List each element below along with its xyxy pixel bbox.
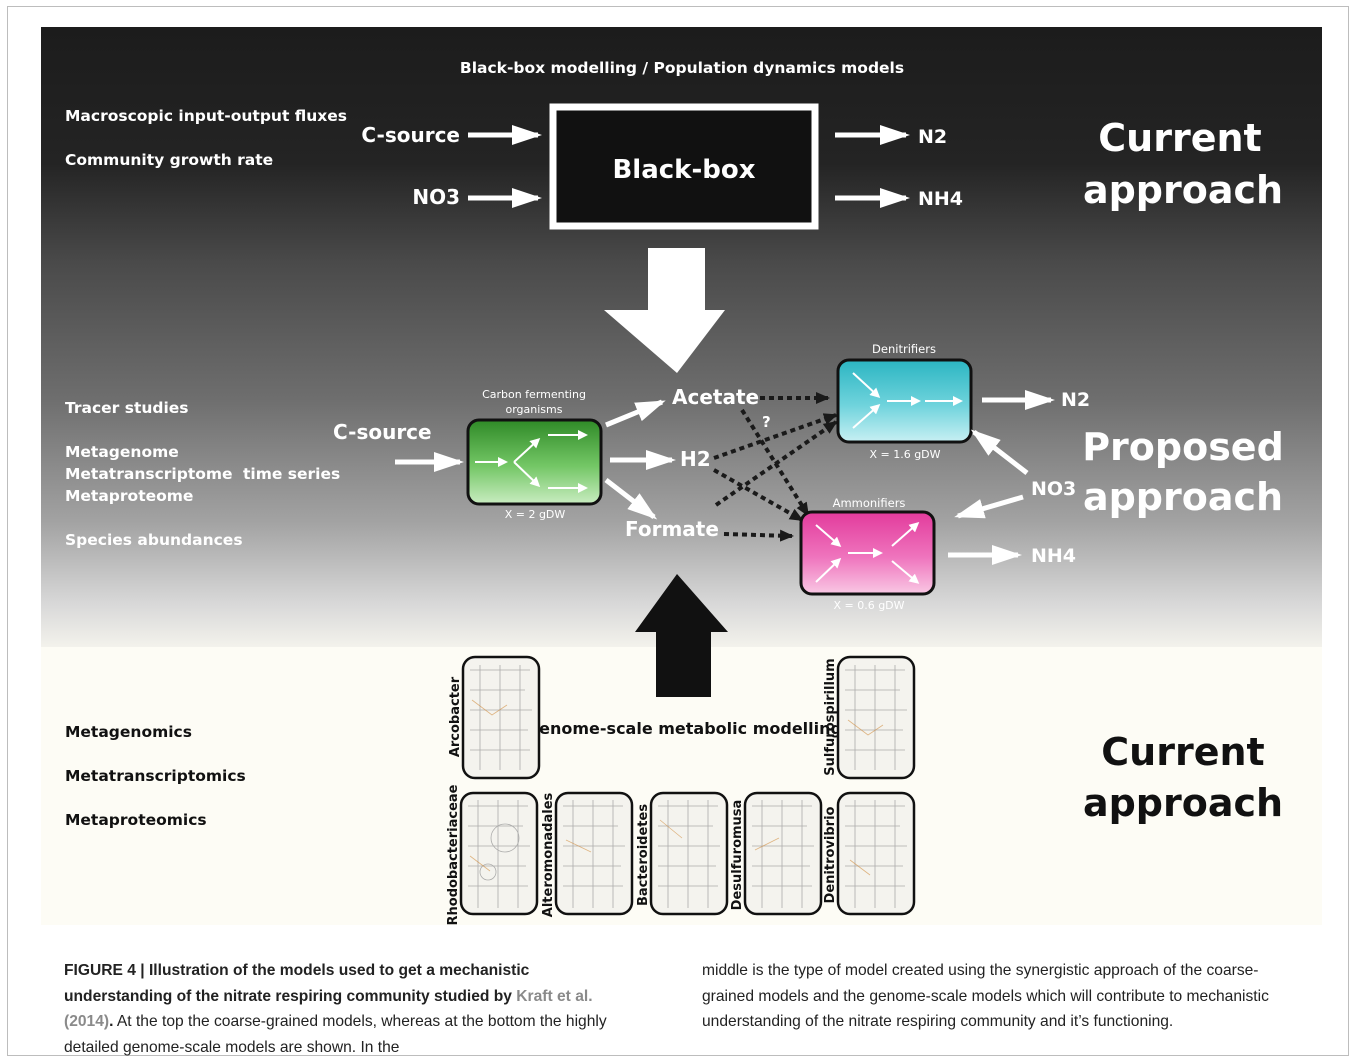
arrow-carbon-to-formate bbox=[604, 478, 658, 520]
ammonifiers-biomass: X = 0.6 gDW bbox=[833, 599, 904, 612]
arrow-no3-to-denitrifiers bbox=[970, 429, 1029, 475]
bottom-side-label-metaproteomics: Metaproteomics bbox=[65, 811, 207, 829]
middle-side-label-metaproteome: Metaproteome bbox=[65, 487, 193, 505]
metabolite-acetate: Acetate bbox=[672, 385, 759, 409]
organism-map-bacteroidetes bbox=[649, 791, 729, 916]
middle-csource-label: C-source bbox=[333, 420, 432, 444]
carbon-title-line1: Carbon fermenting bbox=[482, 388, 586, 401]
up-arrow-black bbox=[635, 574, 728, 697]
organism-name-alteromonadales: Alteromonadales bbox=[541, 792, 556, 917]
time-series-label: time series bbox=[243, 465, 340, 483]
top-header: Black-box modelling / Population dynamic… bbox=[460, 59, 904, 77]
black-box bbox=[549, 103, 819, 230]
caption-citation-link[interactable]: Kraft et al. (2014) bbox=[64, 987, 593, 1031]
top-approach-line2: approach bbox=[1083, 168, 1283, 212]
denitrifiers-biomass: X = 1.6 gDW bbox=[869, 448, 940, 461]
organism-map-denitrovibrio bbox=[836, 791, 916, 916]
top-output-n2: N2 bbox=[918, 126, 947, 148]
caption-right-text: middle is the type of model created usin… bbox=[702, 962, 1269, 1031]
organism-name-bacteroidetes: Bacteroidetes bbox=[636, 804, 651, 906]
top-side-label-2: Community growth rate bbox=[65, 151, 273, 169]
bottom-side-label-metatranscriptomics: Metatranscriptomics bbox=[65, 767, 246, 785]
question-mark: ? bbox=[762, 413, 771, 431]
metabolite-h2: H2 bbox=[680, 447, 711, 471]
organism-name-rhodobacteriaceae: Rhodobacteriaceae bbox=[446, 784, 461, 925]
carbon-fermenting-box bbox=[466, 418, 603, 506]
genome-scale-label: Genome-scale metabolic modelling bbox=[526, 719, 842, 738]
top-input-no3: NO3 bbox=[412, 185, 460, 209]
organism-name-denitrovibrio: Denitrovibrio bbox=[823, 806, 838, 903]
middle-side-label-metatranscriptome: Metatranscriptome bbox=[65, 465, 233, 483]
dotted-arrows bbox=[713, 392, 838, 542]
black-box-label: Black-box bbox=[612, 155, 755, 185]
denitrifiers-title: Denitrifiers bbox=[872, 342, 936, 356]
organism-name-desulfuromusa: Desulfuromusa bbox=[730, 800, 745, 911]
denitrifiers-network-arrows bbox=[852, 372, 963, 429]
figure-caption: FIGURE 4 | Illustration of the models us… bbox=[64, 958, 1318, 1056]
caption-left-column: FIGURE 4 | Illustration of the models us… bbox=[64, 958, 638, 1060]
top-side-label-1: Macroscopic input-output fluxes bbox=[65, 107, 347, 125]
middle-output-nh4: NH4 bbox=[1031, 545, 1076, 567]
caption-left-text: At the top the coarse-grained models, wh… bbox=[64, 1013, 607, 1056]
top-output-nh4: NH4 bbox=[918, 188, 963, 210]
figure-diagram: Black-box modelling / Population dynamic… bbox=[41, 27, 1322, 926]
carbon-biomass: X = 2 gDW bbox=[505, 508, 566, 521]
organism-map-alteromonadales bbox=[554, 791, 634, 916]
organism-name-sulfurospirillum: Sulfurospirillum bbox=[823, 658, 838, 775]
bottom-approach-line2: approach bbox=[1083, 781, 1283, 825]
organism-map-rhodobacteriaceae bbox=[459, 791, 539, 916]
middle-approach-line1: Proposed bbox=[1082, 425, 1284, 469]
organism-map-arcobacter bbox=[461, 655, 541, 780]
top-input-csource: C-source bbox=[361, 123, 460, 147]
down-arrow-white bbox=[604, 248, 725, 373]
organism-name-arcobacter: Arcobacter bbox=[448, 676, 463, 757]
middle-side-label-species: Species abundances bbox=[65, 531, 243, 549]
middle-side-label-tracer: Tracer studies bbox=[65, 399, 189, 417]
metabolic-map-texture bbox=[468, 665, 907, 908]
middle-approach-line2: approach bbox=[1083, 475, 1283, 519]
carbon-network-arrows bbox=[475, 430, 588, 493]
ammonifiers-network-arrows bbox=[815, 522, 920, 584]
top-approach-line1: Current bbox=[1098, 116, 1261, 160]
caption-figure-label: FIGURE 4 | bbox=[64, 962, 145, 979]
caption-title-end: . bbox=[109, 1013, 114, 1031]
arrow-carbon-to-acetate bbox=[605, 399, 666, 428]
middle-output-n2: N2 bbox=[1061, 389, 1090, 411]
ammonifiers-title: Ammonifiers bbox=[833, 496, 906, 510]
bottom-approach-line1: Current bbox=[1101, 730, 1264, 774]
middle-no3: NO3 bbox=[1031, 478, 1076, 500]
middle-side-label-metagenome: Metagenome bbox=[65, 443, 179, 461]
organism-map-desulfuromusa bbox=[743, 791, 823, 916]
arrow-no3-to-ammonifiers bbox=[954, 494, 1024, 519]
caption-title: Illustration of the models used to get a… bbox=[64, 962, 530, 1005]
caption-right-column: middle is the type of model created usin… bbox=[702, 958, 1276, 1035]
organism-map-sulfurospirillum bbox=[836, 655, 916, 780]
metabolic-map-color-texture bbox=[469, 699, 884, 876]
metabolite-formate: Formate bbox=[625, 517, 719, 541]
bottom-side-label-metagenomics: Metagenomics bbox=[65, 723, 192, 741]
carbon-title-line2: organisms bbox=[506, 403, 563, 416]
